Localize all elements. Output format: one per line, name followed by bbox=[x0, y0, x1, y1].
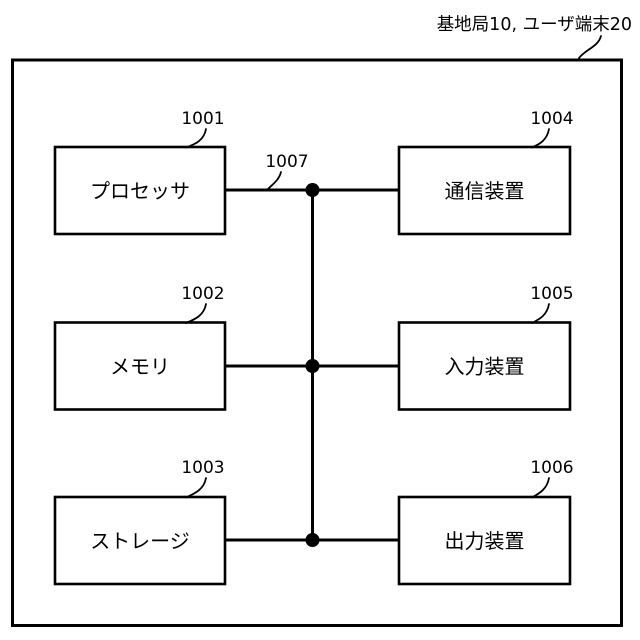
input-device-ref: 1005 bbox=[530, 284, 573, 304]
communication-device-leader-line bbox=[531, 128, 550, 149]
output-device-box bbox=[397, 495, 572, 586]
processor-ref: 1001 bbox=[181, 109, 224, 129]
bus-junction-dot-top bbox=[305, 183, 320, 197]
processor-leader-line bbox=[185, 128, 207, 149]
figure-title-leader-line bbox=[578, 35, 602, 59]
memory-box bbox=[53, 321, 227, 411]
block-memory: メモリ 1002 bbox=[53, 284, 227, 411]
storage-leader-line bbox=[185, 477, 207, 499]
processor-label: プロセッサ bbox=[90, 179, 190, 203]
block-storage: ストレージ 1003 bbox=[53, 458, 227, 586]
output-device-ref: 1006 bbox=[530, 458, 573, 478]
input-device-label: 入力装置 bbox=[445, 355, 525, 379]
bus-ref: 1007 bbox=[265, 152, 308, 172]
storage-ref: 1003 bbox=[181, 458, 224, 478]
block-output-device: 出力装置 1006 bbox=[397, 458, 574, 586]
input-device-leader-line bbox=[531, 303, 550, 324]
communication-device-box bbox=[397, 145, 572, 236]
bus-leader-line bbox=[267, 171, 282, 190]
block-processor: プロセッサ 1001 bbox=[53, 109, 227, 236]
block-input-device: 入力装置 1005 bbox=[397, 284, 574, 411]
memory-label: メモリ bbox=[110, 355, 170, 379]
output-device-label: 出力装置 bbox=[445, 529, 525, 553]
memory-ref: 1002 bbox=[181, 284, 224, 304]
output-device-leader-line bbox=[531, 477, 550, 499]
bus-junction-dot-middle bbox=[305, 359, 320, 373]
block-communication-device: 通信装置 1004 bbox=[397, 109, 574, 236]
bus-junction-dot-bottom bbox=[305, 533, 320, 547]
communication-device-label: 通信装置 bbox=[445, 179, 525, 203]
input-device-box bbox=[397, 321, 572, 411]
memory-leader-line bbox=[185, 303, 207, 324]
storage-box bbox=[53, 495, 227, 586]
figure-title: 基地局10, ユーザ端末20 bbox=[437, 15, 632, 35]
bus: 1007 bbox=[225, 152, 399, 547]
storage-label: ストレージ bbox=[90, 529, 190, 553]
communication-device-ref: 1004 bbox=[530, 109, 573, 129]
processor-box bbox=[53, 145, 227, 236]
apparatus-frame bbox=[11, 58, 623, 627]
